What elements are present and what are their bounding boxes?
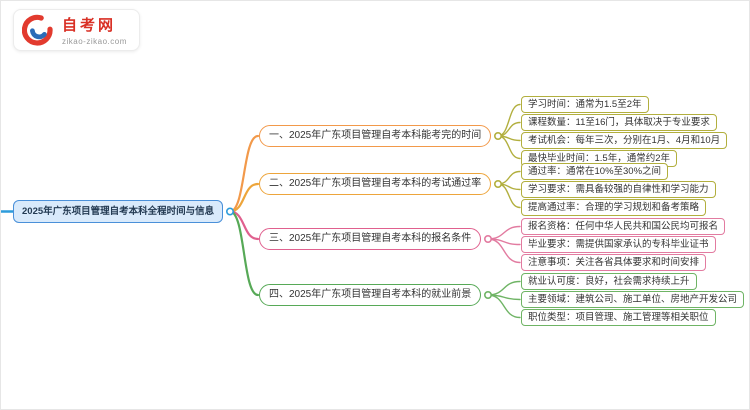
leaf-course-count: 课程数量：11至16门，具体取决于专业要求 xyxy=(521,114,717,132)
site-name: 自考网 xyxy=(62,17,117,34)
branch-2: 二、2025年广东项目管理自考本科的考试通过率 xyxy=(259,173,492,195)
leaf-grad-req: 毕业要求：需提供国家承认的专科毕业证书 xyxy=(521,236,716,254)
leaf-study-time: 学习时间：通常为1.5至2年 xyxy=(521,96,649,114)
leaf-notes: 注意事项：关注各省具体要求和时间安排 xyxy=(521,254,707,272)
branch-1: 一、2025年广东项目管理自考本科能考完的时间 xyxy=(259,125,492,147)
site-domain: zikao-zikao.com xyxy=(62,37,127,46)
branch-4: 四、2025年广东项目管理自考本科的就业前景 xyxy=(259,284,482,306)
leaf-job-types: 职位类型：项目管理、施工管理等相关职位 xyxy=(521,309,716,327)
leaf-eligibility: 报名资格：任何中华人民共和国公民均可报名 xyxy=(521,218,726,236)
leaf-recognition: 就业认可度：良好，社会需求持续上升 xyxy=(521,273,697,291)
leaf-study-req: 学习要求：需具备较强的自律性和学习能力 xyxy=(521,181,716,199)
site-logo: 自考网 zikao-zikao.com xyxy=(13,9,140,51)
logo-text: 自考网 zikao-zikao.com xyxy=(62,14,127,46)
leaf-exam-chances: 考试机会：每年三次，分别在1月、4月和10月 xyxy=(521,132,728,150)
leaf-improve-rate: 提高通过率：合理的学习规划和备考策略 xyxy=(521,199,707,217)
root-topic: 2025年广东项目管理自考本科全程时间与信息 xyxy=(13,200,224,224)
branch-3: 三、2025年广东项目管理自考本科的报名条件 xyxy=(259,228,482,250)
leaf-pass-rate: 通过率：通常在10%至30%之间 xyxy=(521,163,669,181)
zikao-logo-icon xyxy=(22,14,53,46)
leaf-main-fields: 主要领域：建筑公司、施工单位、房地产开发公司 xyxy=(521,291,745,309)
